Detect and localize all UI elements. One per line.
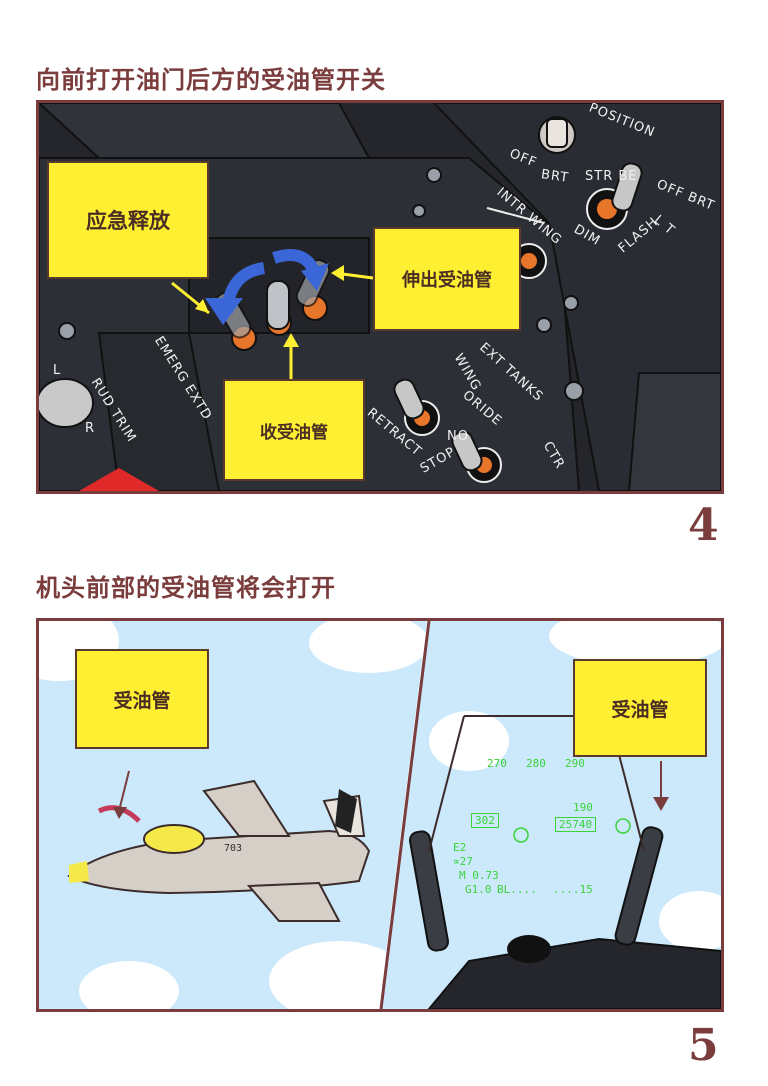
label-strobe: STR BE (585, 169, 638, 184)
callout-probe-left: 受油管 (75, 649, 209, 749)
page-number-4: 4 (688, 500, 719, 551)
aircraft-number: 703 (224, 843, 243, 854)
hud-pitch: ....15 (553, 883, 593, 896)
label-r: R (85, 421, 96, 436)
label-l: L (53, 363, 62, 378)
hud-heading-290: 290 (565, 757, 585, 770)
section1-heading: 向前打开油门后方的受油管开关 (36, 66, 386, 94)
cockpit-switch-panel: POSITION OFF BRT STR BE INTR WING DIM FL… (36, 100, 724, 494)
hud-vertical-speed: 190 (573, 801, 593, 814)
callout-probe-right: 受油管 (573, 659, 707, 757)
callout-emergency-release: 应急释放 (47, 161, 209, 279)
hud-e2: E2 (453, 841, 467, 854)
callout-retract-probe: 收受油管 (223, 379, 365, 481)
hud-mach: M 0.73 (459, 869, 499, 882)
hud-g: G1.0 (465, 883, 492, 896)
refuel-probe-panel: 受油管 受油管 703 270 280 290 302 190 25740 E2… (36, 618, 724, 1012)
hud-alpha: ∝27 (453, 855, 473, 868)
hud-heading-270: 270 (487, 757, 507, 770)
callout-extend-probe: 伸出受油管 (373, 227, 521, 331)
hud-heading-280: 280 (526, 757, 546, 770)
section2-heading: 机头前部的受油管将会打开 (36, 574, 336, 602)
fighter-jet-art (67, 779, 371, 922)
page-number-5: 5 (688, 1020, 719, 1071)
hud-bl: BL.... (497, 883, 537, 896)
label-no: NO (447, 429, 469, 444)
hud-airspeed-box: 302 (471, 813, 499, 828)
hud-altitude-box: 25740 (555, 817, 597, 832)
